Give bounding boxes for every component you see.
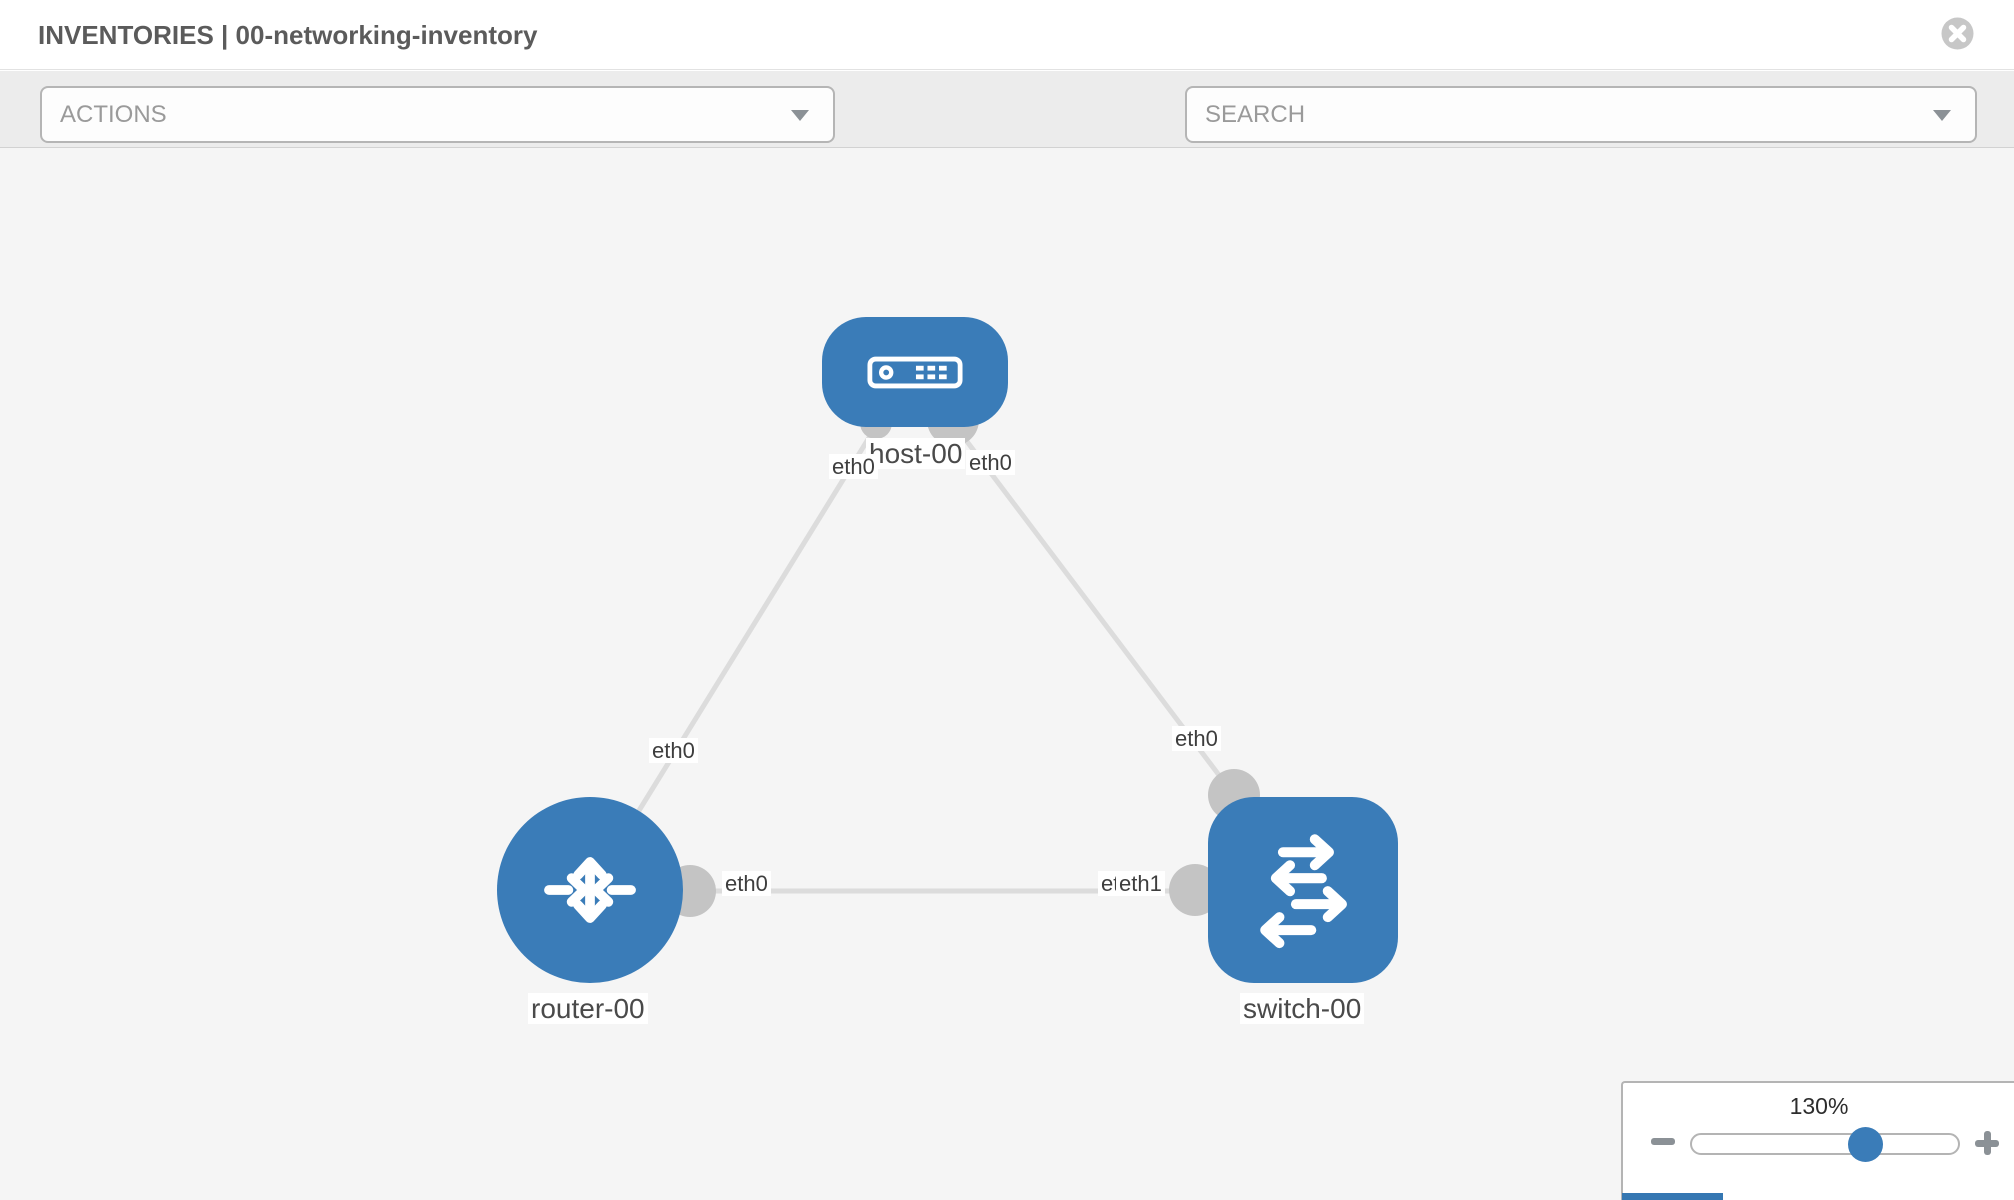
toolbar: ACTIONS SEARCH	[0, 71, 2014, 202]
close-button[interactable]	[1941, 17, 1974, 50]
chevron-down-icon	[1933, 109, 1951, 121]
plus-icon	[1983, 1131, 1991, 1155]
clipped-blue-element	[1622, 1193, 1723, 1200]
interface-label-switch-eth0-upper: eth0	[1172, 726, 1221, 752]
breadcrumb-separator: |	[221, 20, 229, 50]
zoom-slider-track[interactable]	[1690, 1133, 1960, 1155]
zoom-level: 130%	[1789, 1093, 1849, 1119]
topology-canvas[interactable]: host-00 router-00 switch-00 eth0 eth0 et…	[0, 148, 2014, 1200]
zoom-in-button[interactable]	[1975, 1131, 1999, 1155]
inventory-name: 00-networking-inventory	[235, 20, 538, 50]
zoom-slider-knob[interactable]	[1848, 1127, 1883, 1162]
node-router-00[interactable]	[497, 797, 683, 983]
interface-label-router-eth0-mid: eth0	[722, 871, 771, 897]
breadcrumb-section[interactable]: INVENTORIES	[38, 20, 214, 50]
node-switch-00[interactable]	[1208, 797, 1398, 983]
page-title: INVENTORIES | 00-networking-inventory	[38, 20, 537, 51]
node-label-switch: switch-00	[1240, 993, 1365, 1025]
search-placeholder: SEARCH	[1205, 101, 1306, 128]
router-icon	[544, 857, 636, 923]
links-layer	[587, 394, 1260, 917]
interface-dots	[664, 394, 1260, 917]
search-dropdown[interactable]: SEARCH	[1185, 86, 1977, 143]
interface-label-switch-eth1: eth1	[1116, 871, 1165, 897]
node-label-host: host-00	[866, 438, 966, 470]
link-lines	[587, 421, 1236, 894]
switch-icon	[1260, 834, 1347, 949]
zoom-out-button[interactable]	[1651, 1138, 1675, 1145]
interface-label-router-eth0-upper: eth0	[649, 738, 698, 764]
host-icon	[867, 356, 963, 388]
page-header: INVENTORIES | 00-networking-inventory	[0, 0, 2014, 70]
close-icon	[1941, 17, 1974, 50]
interface-label-host-eth0-left: eth0	[829, 454, 878, 480]
actions-dropdown[interactable]: ACTIONS	[40, 86, 835, 143]
chevron-down-icon	[791, 109, 809, 121]
node-host-00[interactable]	[822, 317, 1008, 427]
node-label-router: router-00	[528, 993, 648, 1025]
interface-label-host-eth0-right: eth0	[966, 450, 1015, 476]
actions-dropdown-value: ACTIONS	[60, 101, 167, 128]
zoom-panel: 130%	[1621, 1081, 2014, 1200]
